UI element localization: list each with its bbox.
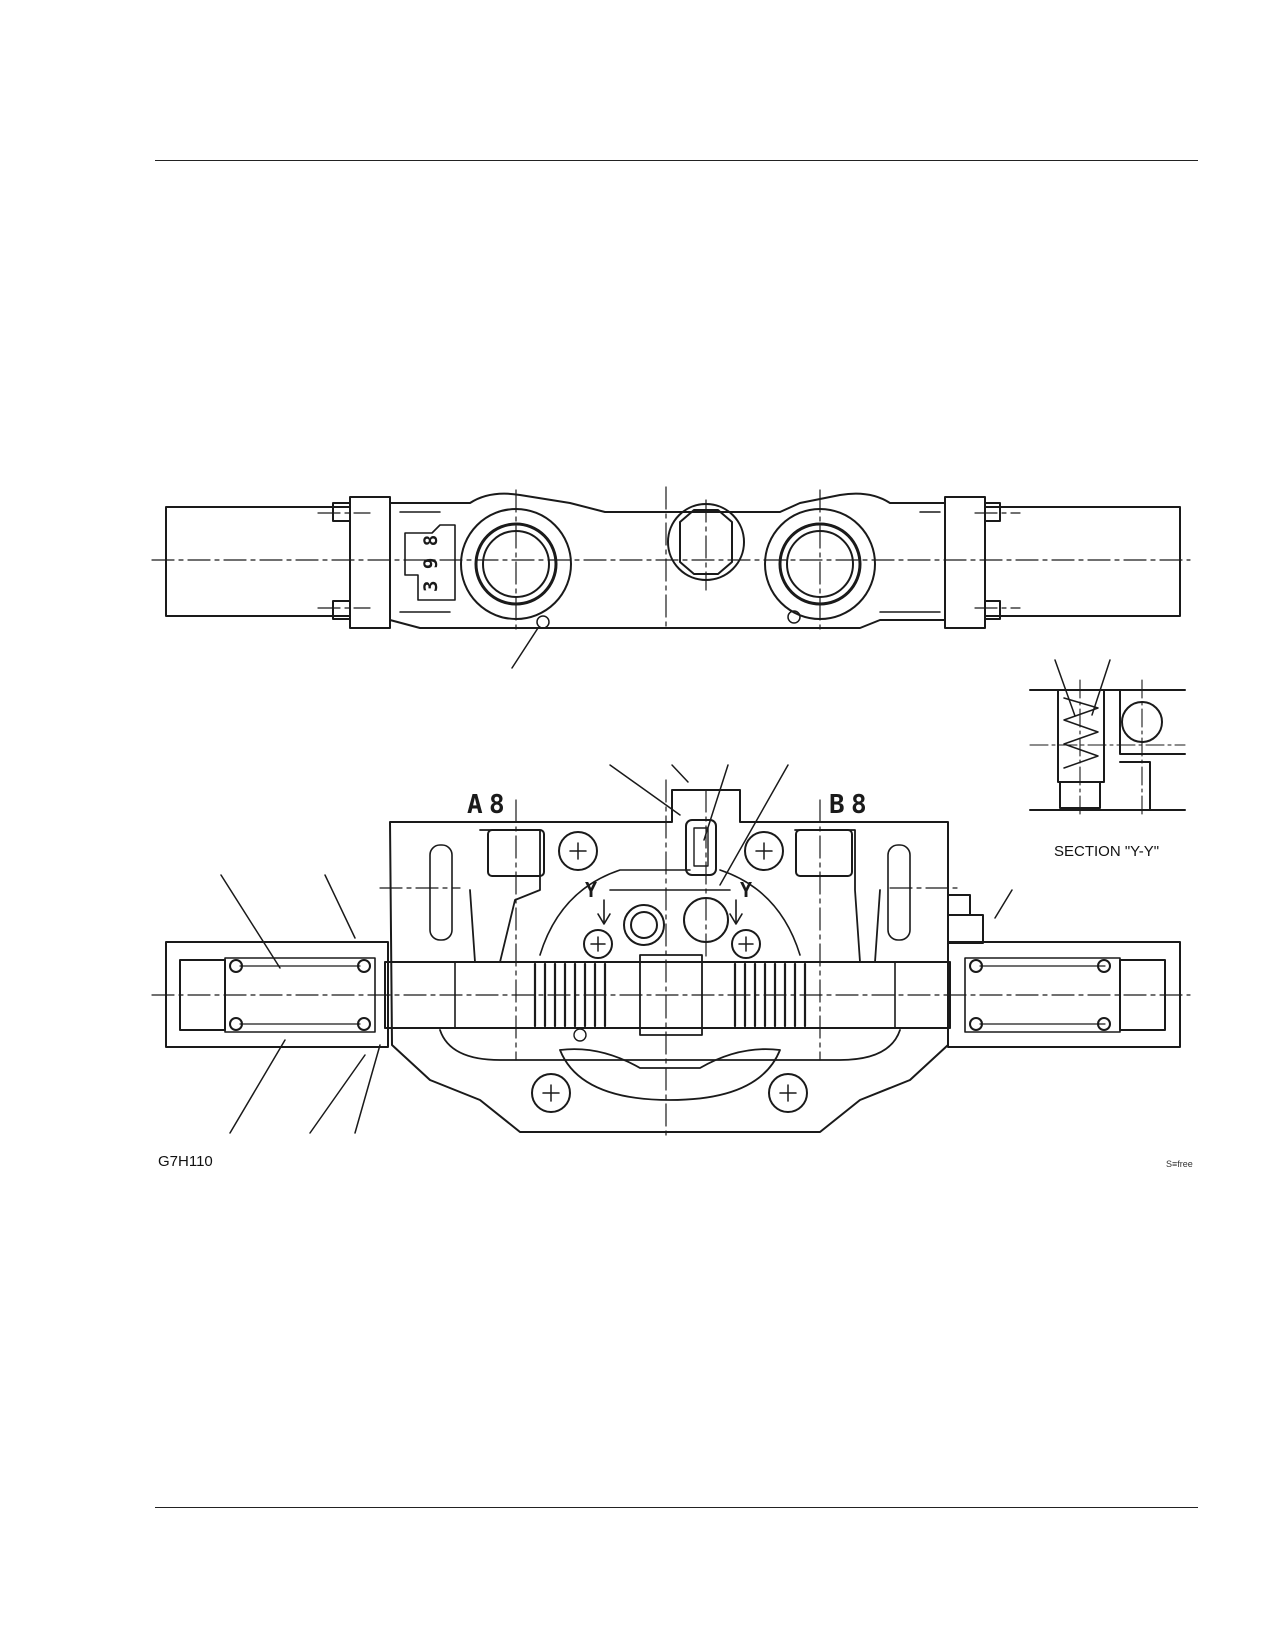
casting-mark: 3 9 8: [420, 535, 442, 592]
load-check-valve: [685, 819, 717, 876]
hex-plug: [679, 509, 733, 575]
valve-top-view: [151, 486, 1191, 669]
header-rule: [155, 160, 1198, 161]
bolt-holes: [531, 831, 808, 1113]
port-a-label: A: [467, 790, 483, 820]
valve-body-section: [389, 789, 949, 1133]
credit-mark: S≡free: [1166, 1159, 1193, 1169]
port-b-label: B: [829, 790, 845, 820]
leader-lines: [220, 764, 1013, 1134]
left-end-cap: [165, 506, 351, 617]
section-y-y-view: [1029, 659, 1186, 816]
footer-rule: [155, 1507, 1198, 1508]
port-a-digit: 8: [489, 790, 505, 820]
valve-body-top: [389, 492, 946, 629]
section-mark-left: Y: [585, 878, 597, 902]
figure-code: G7H110: [158, 1153, 213, 1170]
valve-main-section: [151, 764, 1191, 1141]
right-end-cap: [984, 506, 1181, 617]
section-label: SECTION "Y-Y": [1054, 843, 1160, 860]
section-mark-right: Y: [740, 878, 752, 902]
port-b-digit: 8: [851, 790, 867, 820]
